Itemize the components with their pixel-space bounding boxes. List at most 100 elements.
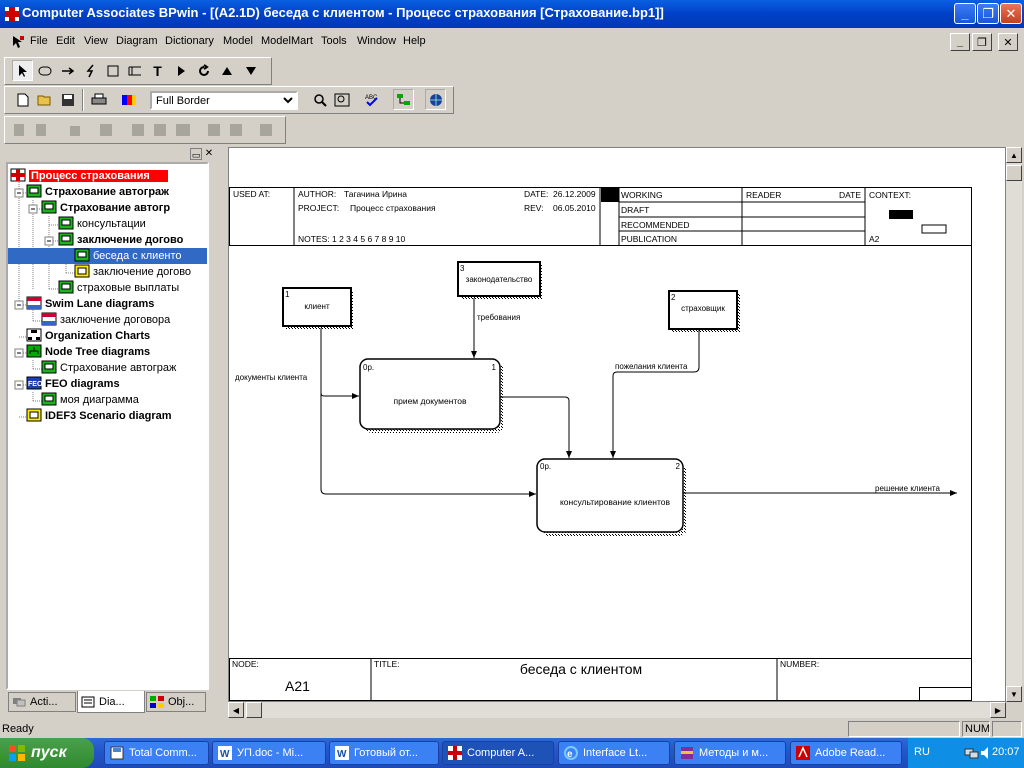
disabled-tool-icons: [14, 124, 272, 136]
text-tool[interactable]: T: [147, 60, 168, 81]
tree-item[interactable]: IDEF3 Scenario diagram: [26, 408, 172, 424]
modelmart-button[interactable]: [425, 89, 446, 110]
tree-item[interactable]: заключение догово: [58, 232, 183, 248]
diagram-canvas[interactable]: USED AT: AUTHOR: Тагачина Ирина PROJECT:…: [228, 147, 1006, 702]
tree-root[interactable]: Процесс страхования: [10, 168, 168, 184]
zoom-in-button[interactable]: [309, 89, 330, 110]
activity-box-2[interactable]: 0р. 2 консультирование клиентов: [536, 458, 687, 536]
go-to-sub-diagram-tool[interactable]: [170, 60, 191, 81]
tab-objects[interactable]: Obj...: [146, 692, 206, 712]
open-button[interactable]: [34, 89, 55, 110]
arrow-client-to-box1[interactable]: [320, 328, 359, 399]
menu-help[interactable]: Help: [403, 35, 426, 47]
color-button[interactable]: [118, 89, 139, 110]
activity-box-1[interactable]: 0р. 1 прием документов: [359, 358, 504, 433]
menu-tools[interactable]: Tools: [321, 35, 347, 47]
tab-activities[interactable]: Acti...: [8, 692, 76, 712]
save-button[interactable]: [57, 89, 78, 110]
mdi-close-button[interactable]: ✕: [998, 33, 1018, 51]
working-status-marker: [601, 188, 619, 202]
tree-item[interactable]: Страхование автогр: [41, 200, 170, 216]
swim-lane-icon: [26, 296, 42, 310]
scroll-down-button[interactable]: ▼: [1006, 686, 1022, 702]
menu-edit[interactable]: Edit: [56, 35, 75, 47]
external-entity-legislation[interactable]: 3 законодательство: [457, 261, 543, 299]
spell-check-button[interactable]: ABC: [361, 89, 382, 110]
model-explorer-tree[interactable]: Процесс страхования Страхование автограж…: [6, 162, 209, 690]
network-icon[interactable]: [964, 746, 980, 760]
explorer-pin-button[interactable]: ▭: [190, 148, 202, 160]
tree-item[interactable]: беседа с клиенто: [8, 248, 207, 264]
start-button[interactable]: пуск: [0, 738, 94, 768]
go-down-tool[interactable]: [240, 60, 261, 81]
task-total-commander[interactable]: Total Comm...: [104, 741, 209, 765]
menu-modelmart[interactable]: ModelMart: [261, 35, 313, 47]
task-adobe-reader[interactable]: Adobe Read...: [790, 741, 902, 765]
explorer-close-button[interactable]: ✕: [203, 148, 215, 160]
menu-diagram[interactable]: Diagram: [116, 35, 158, 47]
mdi-minimize-button[interactable]: _: [950, 33, 970, 51]
tree-item[interactable]: заключение догово: [74, 264, 191, 280]
language-indicator[interactable]: RU: [914, 746, 930, 758]
activity-box-tool[interactable]: [34, 60, 55, 81]
pointer-tool[interactable]: [12, 60, 33, 81]
arrow-insurer-to-box2[interactable]: [610, 330, 700, 458]
scroll-right-button[interactable]: ▶: [990, 702, 1006, 718]
squiggle-tool[interactable]: [80, 60, 101, 81]
vertical-scroll-thumb[interactable]: [1006, 165, 1022, 181]
new-button[interactable]: [12, 89, 33, 110]
menu-window[interactable]: Window: [357, 35, 397, 47]
tree-item[interactable]: страховые выплаты: [58, 280, 179, 296]
border-style-select[interactable]: Full Border: [150, 91, 298, 110]
minimize-button[interactable]: _: [954, 3, 976, 24]
clock[interactable]: 20:07: [992, 746, 1020, 758]
box-tool[interactable]: [102, 60, 123, 81]
arrow-box1-to-box2[interactable]: [500, 396, 572, 458]
idef0-diagram-icon: [58, 280, 74, 294]
zoom-out-button[interactable]: [331, 89, 352, 110]
refresh-tool[interactable]: [193, 60, 214, 81]
menu-model[interactable]: Model: [223, 35, 253, 47]
idef0-diagram[interactable]: USED AT: AUTHOR: Тагачина Ирина PROJECT:…: [229, 148, 1007, 703]
tree-item[interactable]: консультации: [58, 216, 146, 232]
go-to-parent-tool[interactable]: [216, 60, 237, 81]
scroll-up-button[interactable]: ▲: [1006, 147, 1022, 163]
menu-dictionary[interactable]: Dictionary: [165, 35, 214, 47]
external-entity-insurer[interactable]: 2 страховщик: [668, 290, 740, 332]
close-button[interactable]: ✕: [1000, 3, 1022, 24]
mdi-restore-button[interactable]: ❐: [972, 33, 992, 51]
task-bpwin[interactable]: Computer A...: [442, 741, 554, 765]
print-button[interactable]: [88, 89, 109, 110]
external-entity-client[interactable]: 1 клиент: [282, 287, 354, 329]
tree-item-label: заключение догово: [77, 234, 184, 246]
maximize-button[interactable]: ❐: [977, 3, 999, 24]
tree-item[interactable]: Страхование автограж: [26, 184, 169, 200]
tree-item[interactable]: Swim Lane diagrams: [26, 296, 154, 312]
arrow-client-to-box2[interactable]: [320, 393, 536, 497]
model-explorer-icon[interactable]: [10, 34, 26, 50]
scroll-left-button[interactable]: ◀: [228, 702, 244, 718]
volume-icon[interactable]: [980, 746, 990, 760]
horizontal-scrollbar[interactable]: ◀ ▶: [228, 702, 1006, 718]
tree-item[interactable]: моя диаграмма: [41, 392, 139, 408]
menu-view[interactable]: View: [84, 35, 108, 47]
off-page-reference-tool[interactable]: [124, 60, 145, 81]
bpwin-app-icon[interactable]: [4, 6, 20, 22]
menu-file[interactable]: File: [30, 35, 48, 47]
horizontal-scroll-thumb[interactable]: [246, 702, 262, 718]
tree-item-label: Organization Charts: [45, 330, 151, 342]
task-methods[interactable]: Методы и м...: [674, 741, 786, 765]
model-explorer-toggle[interactable]: [393, 89, 414, 110]
tree-item[interactable]: Organization Charts: [26, 328, 150, 344]
tree-item[interactable]: заключение договора: [41, 312, 170, 328]
tree-item[interactable]: Страхование автограж: [41, 360, 176, 376]
tree-item[interactable]: Node Tree diagrams: [26, 344, 150, 360]
arrow-tool[interactable]: [57, 60, 78, 81]
title-bar[interactable]: Computer Associates BPwin - [(A2.1D) бес…: [0, 0, 1024, 28]
vertical-scrollbar[interactable]: ▲ ▼: [1006, 147, 1022, 702]
tab-diagrams[interactable]: Dia...: [77, 691, 145, 713]
